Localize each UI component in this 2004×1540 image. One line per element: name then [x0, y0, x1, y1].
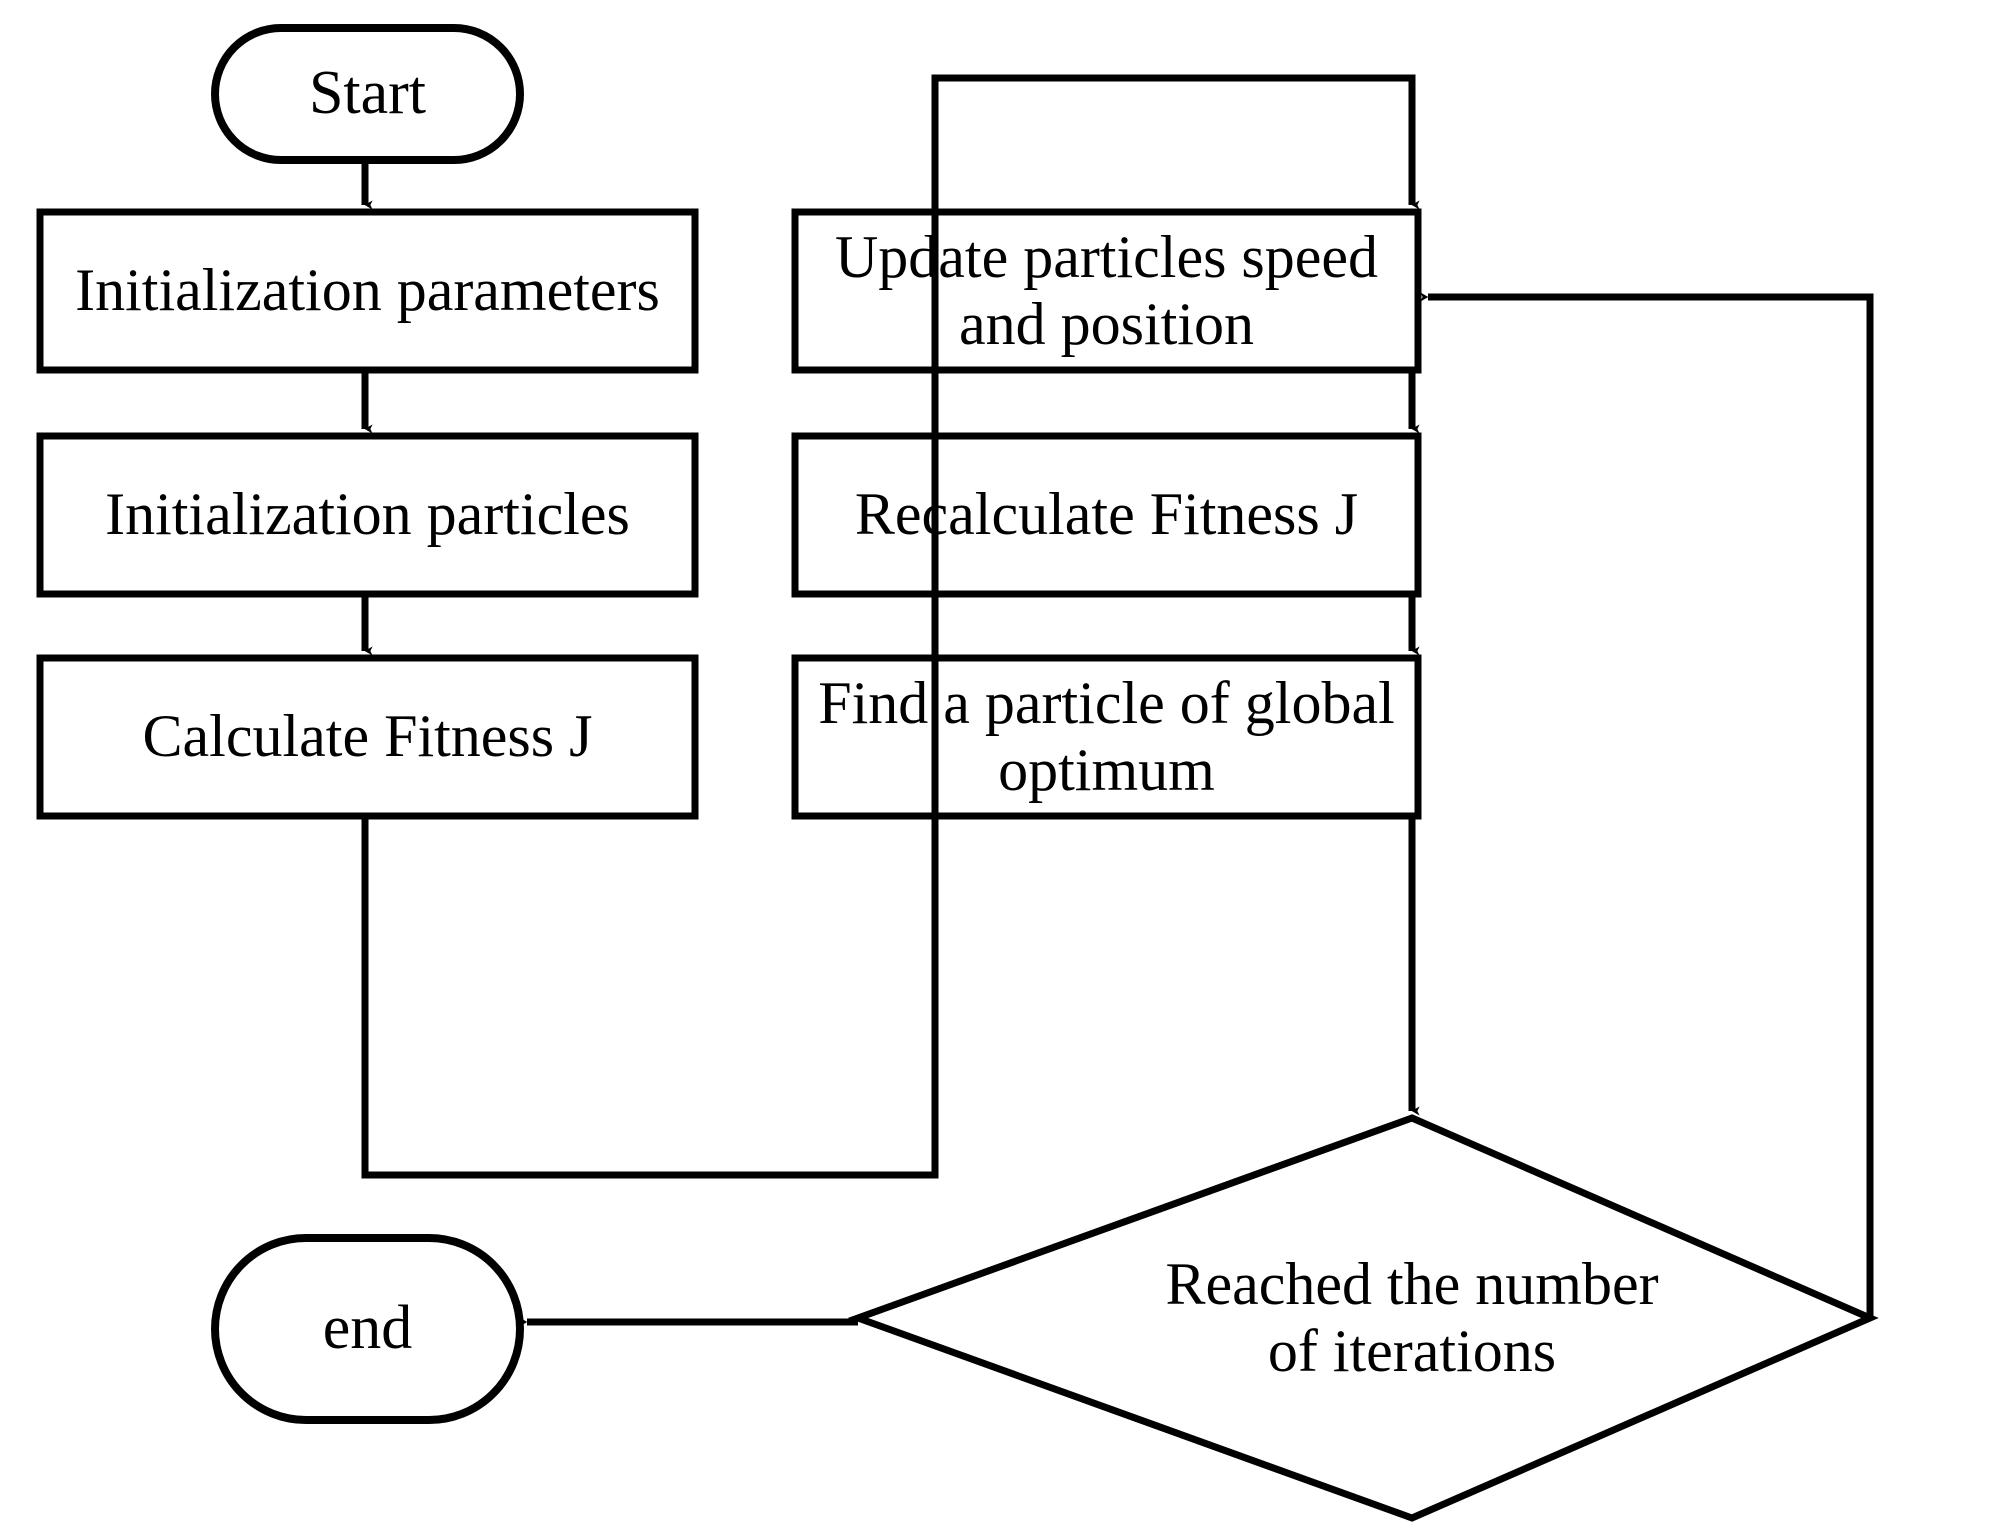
node-find-global-shape [791, 654, 1422, 820]
node-init-particles-shape [36, 432, 699, 598]
node-end-shape [211, 1234, 524, 1424]
node-recalc-fitness-shape [791, 432, 1422, 598]
node-calc-fitness-shape [36, 654, 699, 820]
node-init-params-shape [36, 208, 699, 374]
edge-calc-fitness-to-update-particles [361, 74, 1420, 1179]
node-start-shape [211, 24, 524, 164]
node-update-particles-shape [791, 208, 1422, 374]
node-decision-shape [847, 1114, 1879, 1522]
edge-decision-loop-back-to-update-particles [1420, 292, 1874, 1318]
